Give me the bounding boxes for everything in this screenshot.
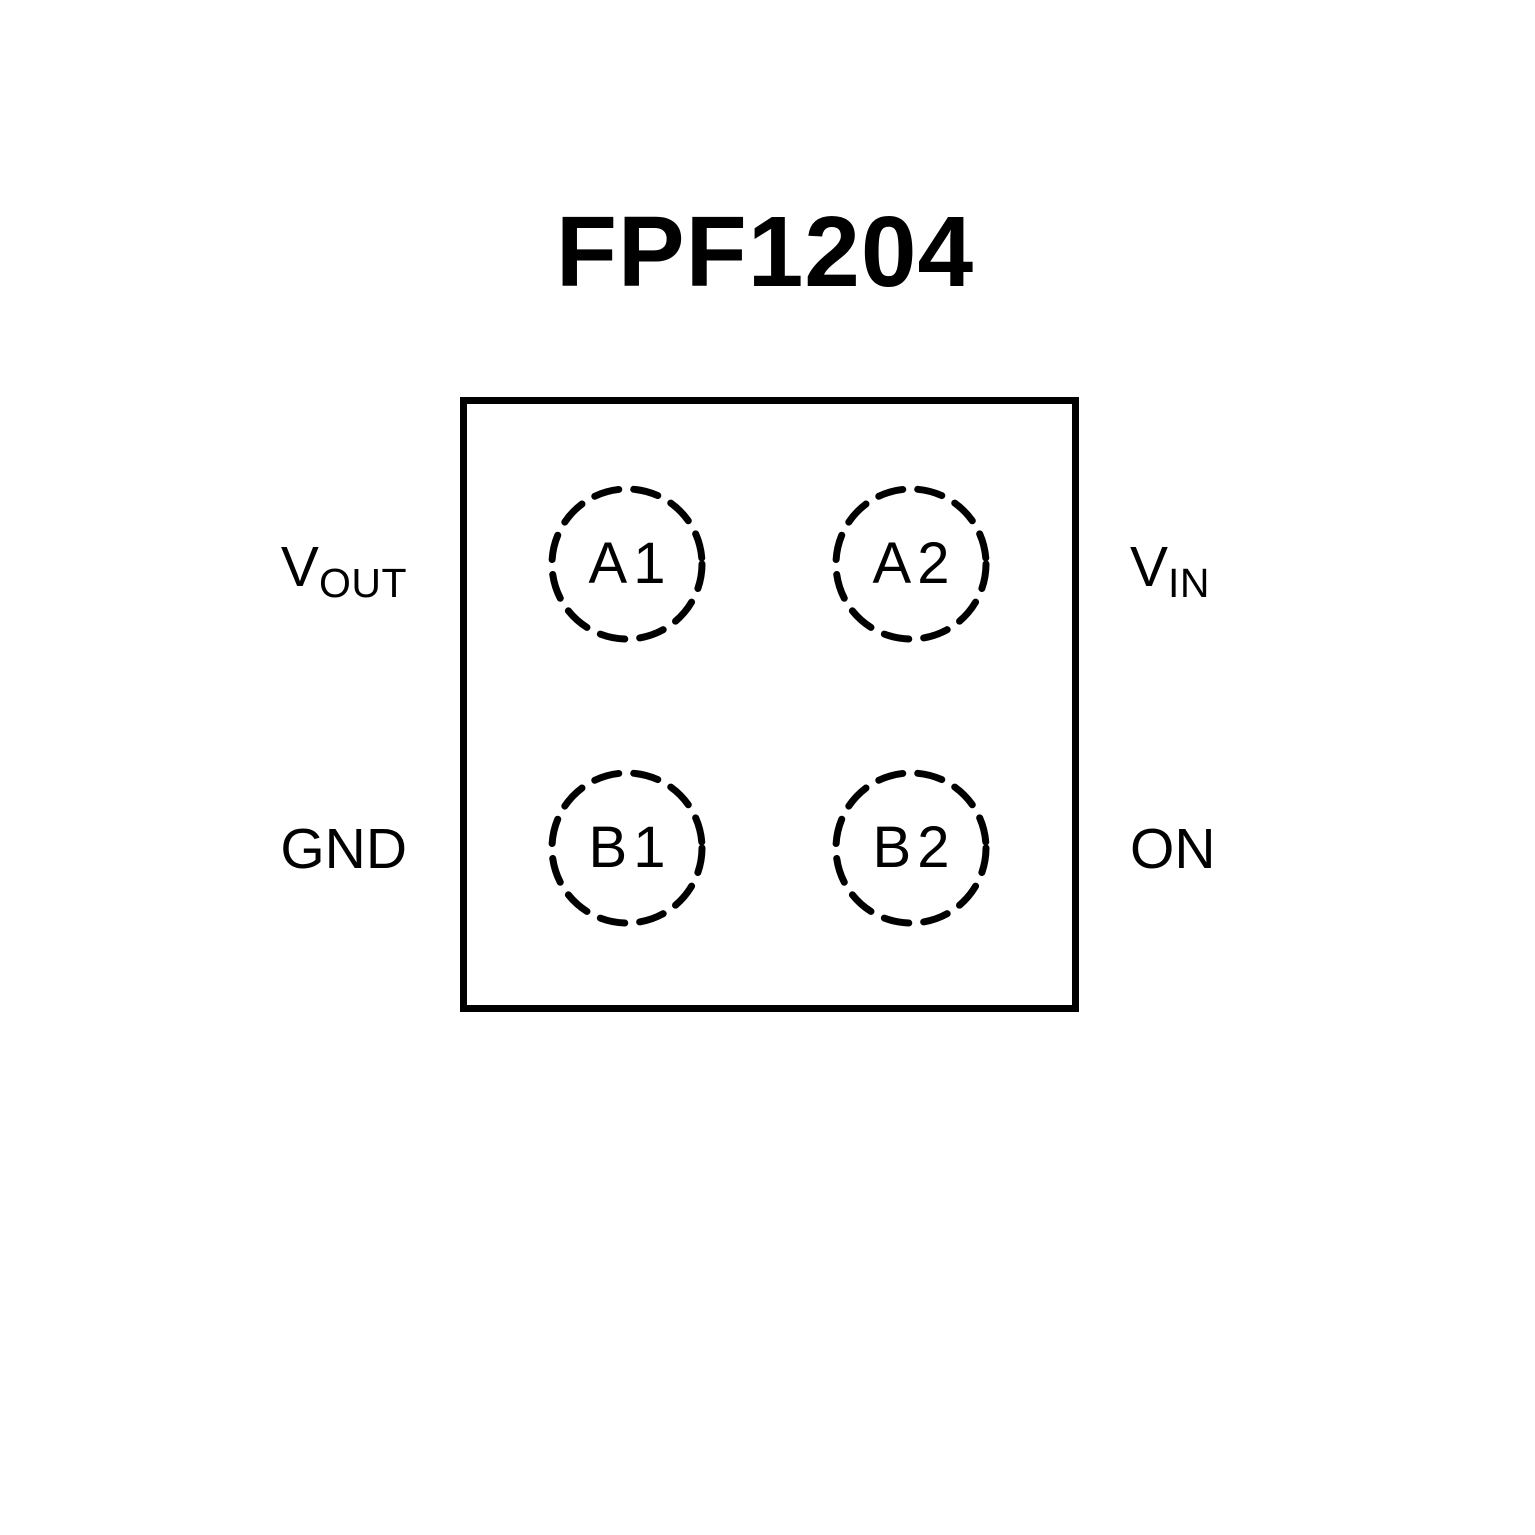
- pin-function-label-vin: VIN: [1130, 532, 1210, 606]
- pin-a2-label: A2: [872, 531, 956, 596]
- pin-b2: B2: [831, 768, 991, 928]
- pin-function-label-on: ON: [1130, 814, 1216, 884]
- pin-b1: B1: [547, 768, 707, 928]
- pin-a2: A2: [831, 484, 991, 644]
- pin-b2-dashed-circle: [832, 769, 990, 927]
- vin-main: V: [1130, 535, 1169, 599]
- pin-function-label-vout: VOUT: [0, 532, 407, 606]
- pin-a1-label: A1: [588, 531, 672, 596]
- vout-main: V: [280, 535, 319, 599]
- pin-a1-dashed-circle: [548, 485, 706, 643]
- vin-subscript: IN: [1168, 560, 1211, 606]
- pin-a2-dashed-circle: [832, 485, 990, 643]
- pin-b1-label: B1: [588, 815, 672, 880]
- on-main: ON: [1130, 817, 1216, 881]
- pin-a1: A1: [547, 484, 707, 644]
- vout-subscript: OUT: [318, 560, 407, 606]
- part-number-title: FPF1204: [555, 196, 975, 308]
- package-outline: [460, 397, 1079, 1012]
- pin-function-label-gnd: GND: [0, 814, 407, 884]
- pin-b2-label: B2: [872, 815, 956, 880]
- gnd-main: GND: [280, 817, 407, 881]
- pin-b1-dashed-circle: [548, 769, 706, 927]
